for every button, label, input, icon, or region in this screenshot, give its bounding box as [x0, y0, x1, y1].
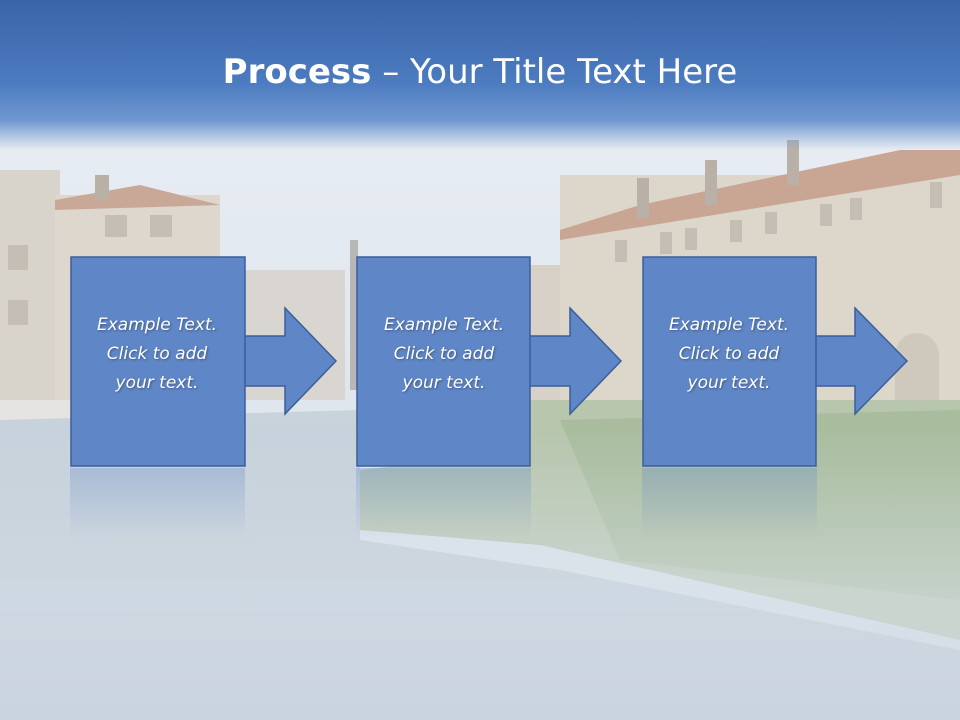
process-step-3[interactable]: [642, 256, 909, 538]
step-2-text[interactable]: Example Text. Click to add your text.: [383, 315, 505, 393]
slide-title[interactable]: Process – Your Title Text Here: [0, 52, 960, 92]
title-rest: Your Title Text Here: [410, 52, 738, 92]
process-step-2[interactable]: [356, 256, 623, 538]
arrow-right-icon: [809, 306, 909, 416]
title-bar: [0, 0, 960, 150]
process-step-1[interactable]: [70, 256, 338, 538]
title-dash: –: [371, 52, 411, 92]
step-3-text[interactable]: Example Text. Click to add your text.: [668, 315, 790, 393]
title-bold: Process: [222, 52, 372, 92]
arrow-right-icon: [239, 306, 338, 416]
arrow-right-icon: [524, 306, 623, 416]
step-1-text[interactable]: Example Text. Click to add your text.: [96, 315, 218, 393]
